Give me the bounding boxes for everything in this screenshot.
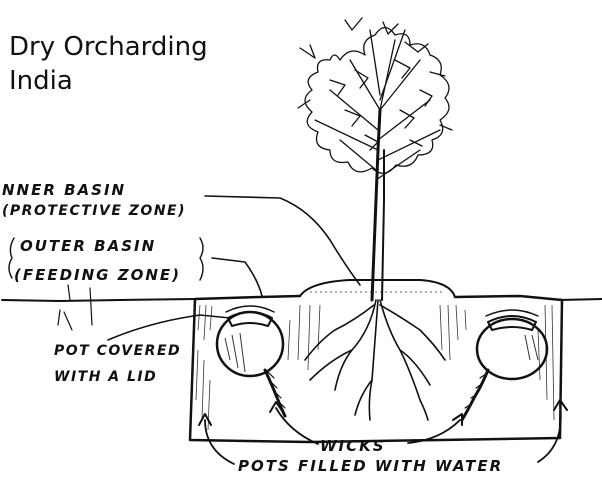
label-pots-filled: POTS FILLED WITH WATER: [238, 457, 503, 475]
inner-basin: [300, 280, 455, 297]
label-inner-basin: NNER BASIN: [2, 181, 126, 199]
leader-pot-covered: [108, 315, 230, 340]
label-pot-covered-2: WITH A LID: [54, 369, 157, 385]
arrow-pots-left: [205, 420, 234, 464]
tree-roots: [305, 300, 445, 420]
label-outer-basin-zone: (FEEDING ZONE): [14, 266, 181, 284]
leader-inner-basin: [205, 196, 360, 285]
ground-line-right: [560, 299, 602, 300]
left-pot: [217, 306, 283, 376]
ground-line-left: [2, 299, 195, 301]
tree-trunk: [372, 110, 380, 300]
outer-basin-feeding-ticks: [58, 285, 92, 330]
leader-outer-basin: [212, 258, 262, 296]
label-pot-covered-1: POT COVERED: [54, 343, 181, 359]
tree-canopy: [298, 18, 452, 180]
label-wicks: WICKS: [320, 437, 386, 455]
label-inner-basin-zone: (PROTECTIVE ZONE): [2, 203, 186, 219]
arrow-pots-right: [538, 405, 561, 462]
label-outer-basin: OUTER BASIN: [20, 237, 156, 255]
